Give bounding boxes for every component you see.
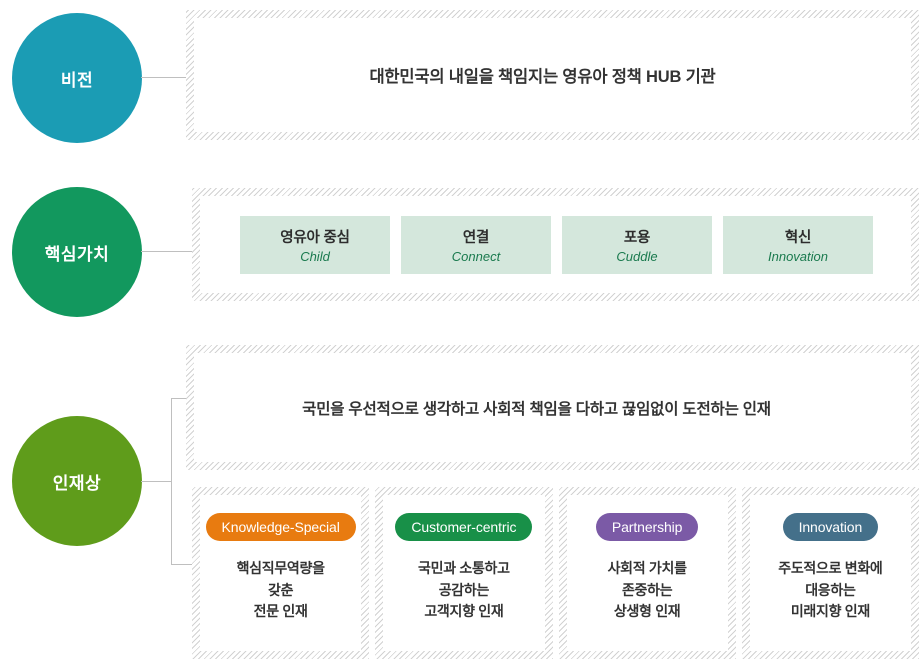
talent-badge: Innovation (782, 513, 879, 541)
core-values-panel-inner: 영유아 중심 Child 연결 Connect 포용 Cuddle 혁신 Inn… (200, 196, 911, 293)
talent-card-inner: Partnership 사회적 가치를 존중하는 상생형 인재 (566, 495, 728, 651)
talent-description-line: 고객지향 인재 (424, 603, 504, 620)
talent-statement-panel-inner: 국민을 우선적으로 생각하고 사회적 책임을 다하고 끊임없이 도전하는 인재 (194, 353, 911, 462)
talent-description-line: 존중하는 (621, 581, 673, 598)
talent-description: 핵심직무역량을 갖춘 전문 인재 (237, 558, 325, 623)
talent-circle: 인재상 (12, 416, 142, 546)
core-value-label-en: Innovation (768, 248, 828, 264)
core-value-label-en: Cuddle (616, 248, 658, 264)
talent-description-line: 사회적 가치를 (607, 560, 687, 576)
talent-description-line: 국민과 소통하고 (418, 560, 510, 576)
core-values-connector-line (141, 251, 193, 252)
talent-badge: Customer-centric (395, 513, 533, 541)
talent-description-line: 상생형 인재 (613, 603, 681, 620)
talent-cards-row: Knowledge-Special 핵심직무역량을 갖춘 전문 인재 Custo… (192, 487, 919, 659)
core-value-card: 혁신 Innovation (723, 215, 873, 274)
talent-description-line: 주도적으로 변화에 (778, 560, 883, 576)
talent-statement: 국민을 우선적으로 생각하고 사회적 책임을 다하고 끊임없이 도전하는 인재 (302, 400, 771, 418)
talent-description-line: 미래지향 인재 (790, 603, 870, 620)
talent-card-inner: Knowledge-Special 핵심직무역량을 갖춘 전문 인재 (200, 495, 362, 651)
vision-statement: 대한민국의 내일을 책임지는 영유아 정책 HUB 기관 (369, 68, 716, 86)
core-value-card: 포용 Cuddle (562, 215, 712, 274)
core-value-label-ko: 영유아 중심 (280, 229, 350, 246)
core-value-label-ko: 연결 (462, 229, 490, 246)
vision-panel-inner: 대한민국의 내일을 책임지는 영유아 정책 HUB 기관 (194, 18, 911, 132)
talent-card: Innovation 주도적으로 변화에 대응하는 미래지향 인재 (741, 487, 919, 659)
core-value-card: 영유아 중심 Child (240, 215, 390, 274)
vision-circle: 비전 (12, 13, 142, 143)
vision-connector-line (141, 77, 187, 78)
core-value-label-en: Connect (451, 248, 501, 264)
talent-description: 주도적으로 변화에 대응하는 미래지향 인재 (778, 558, 883, 623)
talent-card-inner: Customer-centric 국민과 소통하고 공감하는 고객지향 인재 (383, 495, 545, 651)
talent-description: 국민과 소통하고 공감하는 고객지향 인재 (418, 558, 510, 623)
core-values-circle-label: 핵심가치 (44, 244, 110, 264)
core-value-label-en: Child (300, 248, 330, 264)
core-value-label-ko: 혁신 (784, 229, 812, 246)
core-value-label-ko: 포용 (623, 229, 651, 246)
talent-connector-spine (171, 398, 172, 565)
core-values-circle: 핵심가치 (12, 187, 142, 317)
talent-description-line: 공감하는 (438, 581, 490, 598)
talent-connector-arm-top (171, 398, 193, 399)
talent-card: Partnership 사회적 가치를 존중하는 상생형 인재 (558, 487, 736, 659)
core-values-row: 영유아 중심 Child 연결 Connect 포용 Cuddle 혁신 Inn… (200, 215, 911, 274)
talent-card: Knowledge-Special 핵심직무역량을 갖춘 전문 인재 (192, 487, 370, 659)
talent-circle-label: 인재상 (52, 473, 102, 493)
talent-connector-stub (141, 481, 172, 482)
core-values-panel: 영유아 중심 Child 연결 Connect 포용 Cuddle 혁신 Inn… (192, 188, 919, 301)
talent-connector-arm-bottom (171, 564, 193, 565)
talent-badge: Knowledge-Special (205, 513, 356, 541)
talent-statement-panel: 국민을 우선적으로 생각하고 사회적 책임을 다하고 끊임없이 도전하는 인재 (186, 345, 919, 470)
talent-description-line: 갖춘 (268, 581, 294, 598)
vision-panel: 대한민국의 내일을 책임지는 영유아 정책 HUB 기관 (186, 10, 919, 140)
talent-badge: Partnership (595, 513, 699, 541)
talent-description-line: 대응하는 (805, 581, 856, 598)
talent-description-line: 핵심직무역량을 (236, 560, 325, 576)
talent-card-inner: Innovation 주도적으로 변화에 대응하는 미래지향 인재 (749, 495, 911, 651)
talent-card: Customer-centric 국민과 소통하고 공감하는 고객지향 인재 (375, 487, 553, 659)
talent-description-line: 전문 인재 (253, 603, 308, 620)
talent-description: 사회적 가치를 존중하는 상생형 인재 (608, 558, 687, 623)
vision-circle-label: 비전 (60, 70, 94, 90)
core-value-card: 연결 Connect (401, 215, 551, 274)
